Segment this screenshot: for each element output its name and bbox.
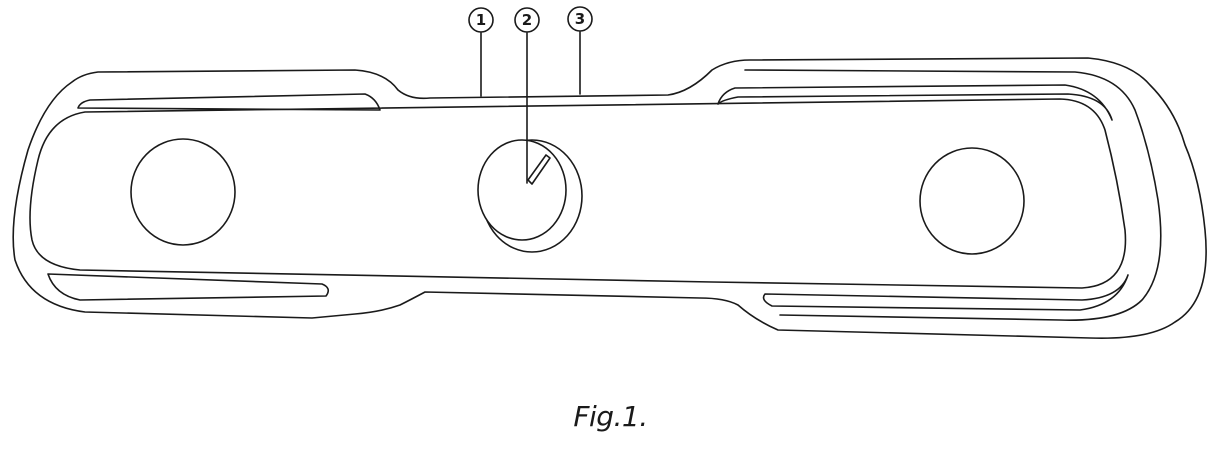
grille-slot-top-left [77,93,381,111]
callout-3: 3 [567,6,593,32]
right-speaker-driver [919,147,1025,255]
right-rim-outline [744,69,1162,321]
front-panel-outline [29,98,1127,289]
grille-slot-bottom-right [762,274,1129,311]
callout-2: 2 [514,7,540,33]
callout-1-label: 1 [476,11,486,29]
callout-3-label: 3 [575,10,585,28]
volume-knob-indicator [527,154,551,185]
grille-slot-bottom-left [47,273,330,301]
speaker-bar-diagram: 1 2 3 [12,6,1207,339]
left-speaker-driver [130,138,236,246]
figure-caption: Fig.1. [573,400,648,433]
outer-body-outline [12,57,1207,339]
callout-1: 1 [468,7,494,33]
grille-slot-top-right [717,84,1113,121]
callout-2-label: 2 [522,11,532,29]
volume-knob [477,139,567,241]
